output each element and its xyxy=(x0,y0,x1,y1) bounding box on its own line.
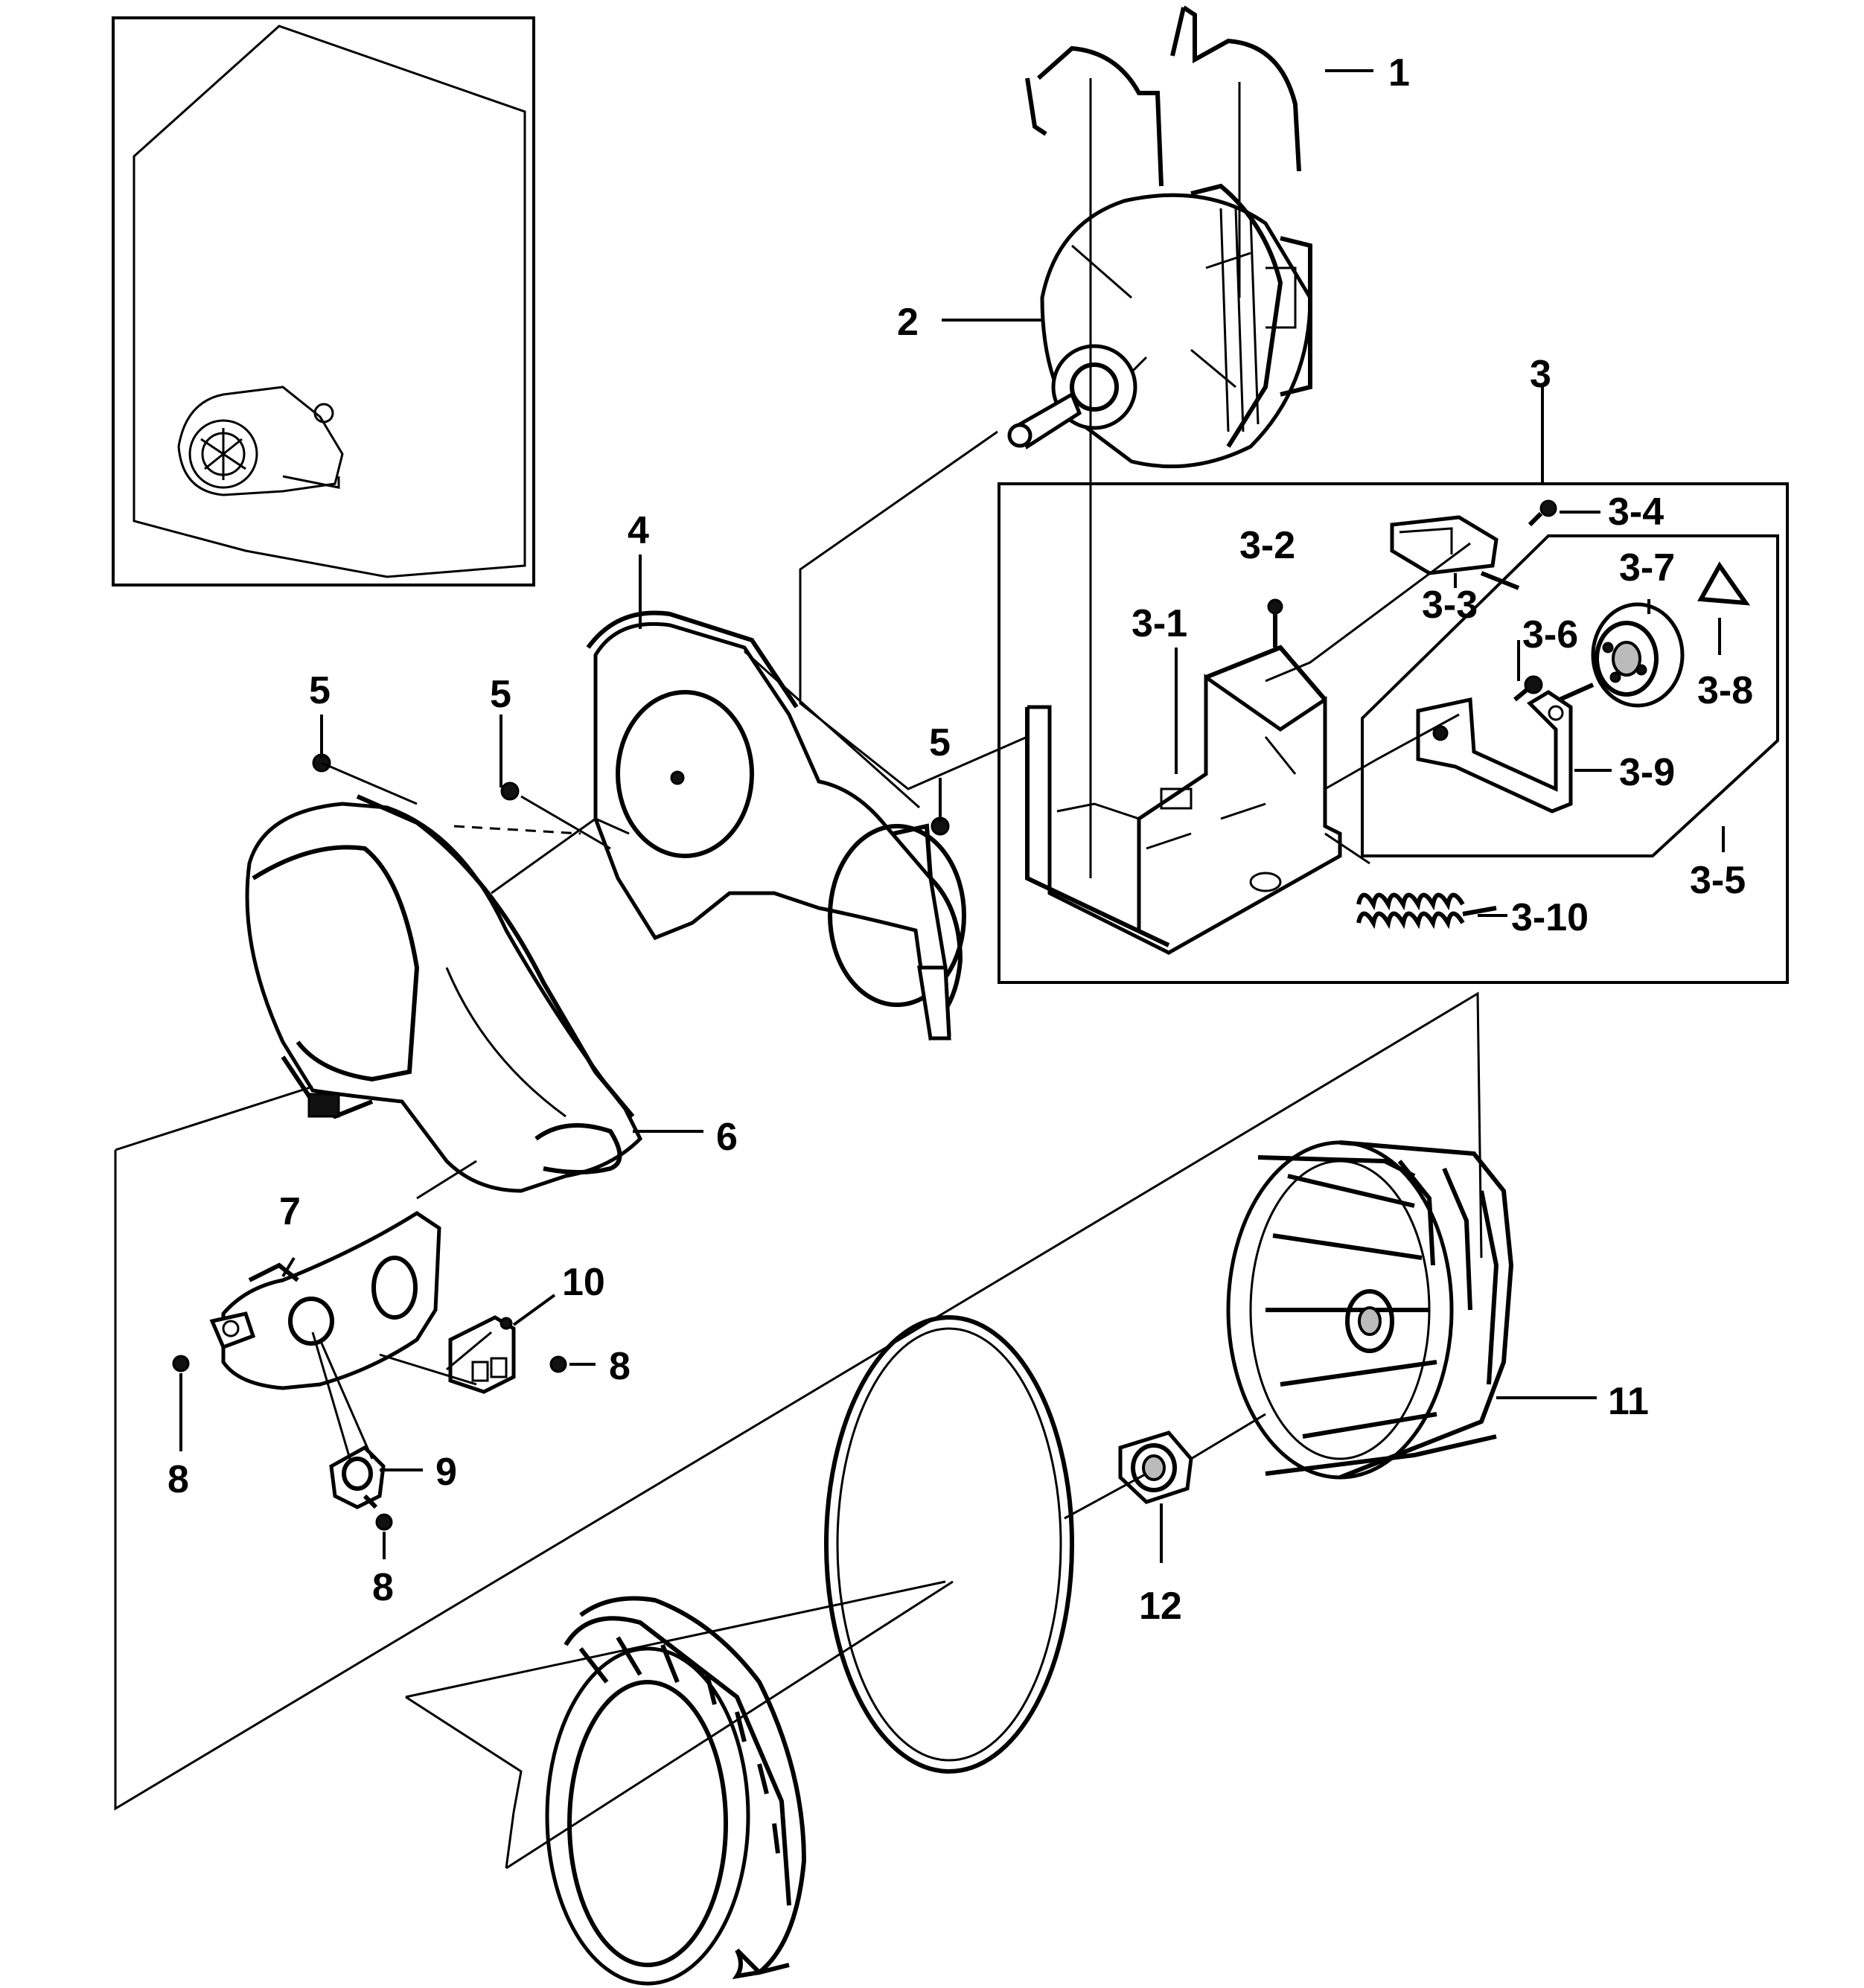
label-3-6: 3-6 xyxy=(1522,613,1578,656)
switch-screw-part xyxy=(1528,499,1557,527)
label-8c: 8 xyxy=(372,1566,394,1609)
label-3-1: 3-1 xyxy=(1132,602,1187,645)
callout-labels: 1 2 3 3-1 3-2 3-3 3-4 3-5 3-6 3-7 3-8 3-… xyxy=(167,51,1753,1628)
label-3-9: 3-9 xyxy=(1619,751,1675,794)
label-2: 2 xyxy=(897,301,919,344)
label-1: 1 xyxy=(1388,51,1410,95)
label-6: 6 xyxy=(716,1116,738,1159)
label-3-5: 3-5 xyxy=(1690,859,1746,902)
motor-mount-bracket-part xyxy=(1025,645,1342,955)
blower-impeller-part xyxy=(1226,1140,1514,1480)
thermostat-part xyxy=(329,1445,386,1509)
leader-lines xyxy=(114,69,1725,1870)
label-3-8: 3-8 xyxy=(1697,669,1753,712)
label-3-2: 3-2 xyxy=(1239,524,1295,567)
inset-blower-thumbnail xyxy=(177,386,344,496)
idler-pulley-part xyxy=(1591,602,1685,708)
small-screw-part xyxy=(172,1355,567,1531)
label-4: 4 xyxy=(628,509,649,552)
idler-clip-part xyxy=(1697,561,1751,606)
label-12: 12 xyxy=(1139,1585,1182,1628)
label-5c: 5 xyxy=(929,721,951,764)
thermistor-sensor-part xyxy=(448,1315,516,1394)
label-9: 9 xyxy=(435,1451,457,1494)
blower-housing-front-part xyxy=(586,610,966,1041)
label-5a: 5 xyxy=(309,669,331,712)
label-3-4: 3-4 xyxy=(1608,490,1664,534)
label-10: 10 xyxy=(562,1261,605,1304)
label-7: 7 xyxy=(279,1190,301,1233)
label-8a: 8 xyxy=(167,1458,189,1501)
idler-arm-part xyxy=(1416,683,1595,814)
inset-locator-view xyxy=(112,16,535,587)
label-8b: 8 xyxy=(609,1345,631,1388)
bracket-assembly-box xyxy=(998,482,1789,984)
label-3: 3 xyxy=(1530,353,1551,396)
duct-plate-part xyxy=(209,1211,441,1390)
idler-screw-part xyxy=(1513,675,1543,702)
label-5b: 5 xyxy=(490,673,511,716)
drive-motor-part xyxy=(1007,183,1312,469)
impeller-nut-part xyxy=(1118,1431,1193,1504)
label-3-3: 3-3 xyxy=(1422,584,1478,627)
label-11: 11 xyxy=(1608,1380,1649,1423)
front-duct-ring-part xyxy=(545,1596,807,1986)
tension-spring-part xyxy=(1356,892,1497,930)
blower-housing-rear-part xyxy=(245,794,643,1193)
label-3-10: 3-10 xyxy=(1511,896,1589,939)
motor-clip-part xyxy=(1025,5,1301,187)
label-3-7: 3-7 xyxy=(1619,546,1675,589)
micro-switch-part xyxy=(1390,515,1520,590)
drive-belt-part xyxy=(824,1315,1074,1774)
